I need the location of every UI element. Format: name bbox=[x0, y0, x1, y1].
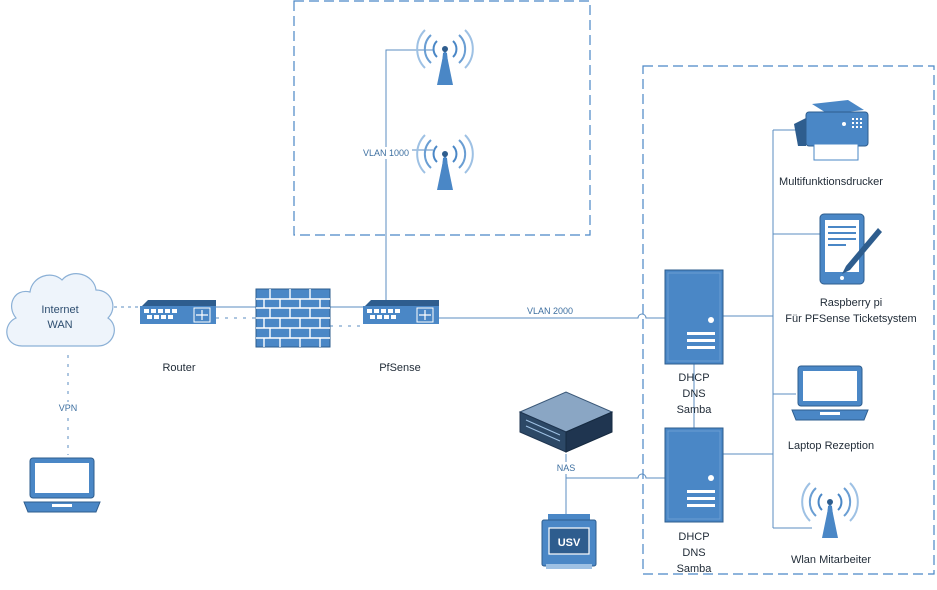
wireless-ap-icon bbox=[416, 134, 474, 191]
raspberry-label-line1: Raspberry pi bbox=[820, 297, 882, 309]
link-pfsense-ap-trunk bbox=[385, 49, 433, 302]
nas-icon bbox=[518, 391, 614, 453]
vlan1000-label: VLAN 1000 bbox=[363, 148, 409, 158]
vlan2000-label: VLAN 2000 bbox=[527, 306, 573, 316]
laptop-reception-label: Laptop Rezeption bbox=[788, 440, 874, 452]
wlan-staff-label: Wlan Mitarbeiter bbox=[791, 554, 871, 566]
pfsense-label: PfSense bbox=[379, 362, 421, 374]
vlan1000-group-box bbox=[293, 0, 591, 236]
server2-label-line1: DHCP bbox=[678, 531, 709, 543]
laptop-icon bbox=[791, 365, 869, 421]
switch-icon bbox=[362, 299, 440, 325]
printer-label: Multifunktionsdrucker bbox=[779, 176, 883, 188]
usv-label: USV bbox=[558, 537, 581, 549]
ups-icon bbox=[541, 514, 597, 569]
wireless-ap-icon bbox=[801, 482, 859, 539]
link-nas-server bbox=[566, 473, 665, 479]
server1-label-line2: DNS bbox=[682, 388, 705, 400]
server-icon bbox=[664, 427, 724, 523]
printer-icon bbox=[794, 100, 869, 161]
link-pfsense-server bbox=[438, 313, 665, 319]
laptop-icon bbox=[23, 457, 101, 513]
server1-label-line3: Samba bbox=[677, 404, 713, 416]
vpn-label: VPN bbox=[59, 403, 78, 413]
server1-label-line1: DHCP bbox=[678, 372, 709, 384]
vlan2000-group-box bbox=[642, 65, 935, 575]
router-icon bbox=[139, 299, 217, 325]
cloud-icon bbox=[6, 273, 115, 347]
cloud-label-line2: WAN bbox=[47, 319, 72, 331]
tablet-icon bbox=[819, 213, 882, 285]
firewall-icon bbox=[255, 288, 331, 348]
raspberry-label-line2: Für PFSense Ticketsystem bbox=[785, 313, 916, 325]
server2-label-line3: Samba bbox=[677, 563, 713, 575]
server-icon bbox=[664, 269, 724, 365]
wireless-ap-icon bbox=[416, 29, 474, 86]
nas-label: NAS bbox=[557, 463, 576, 473]
server2-label-line2: DNS bbox=[682, 547, 705, 559]
cloud-label-line1: Internet bbox=[41, 304, 78, 316]
router-label: Router bbox=[162, 362, 195, 374]
